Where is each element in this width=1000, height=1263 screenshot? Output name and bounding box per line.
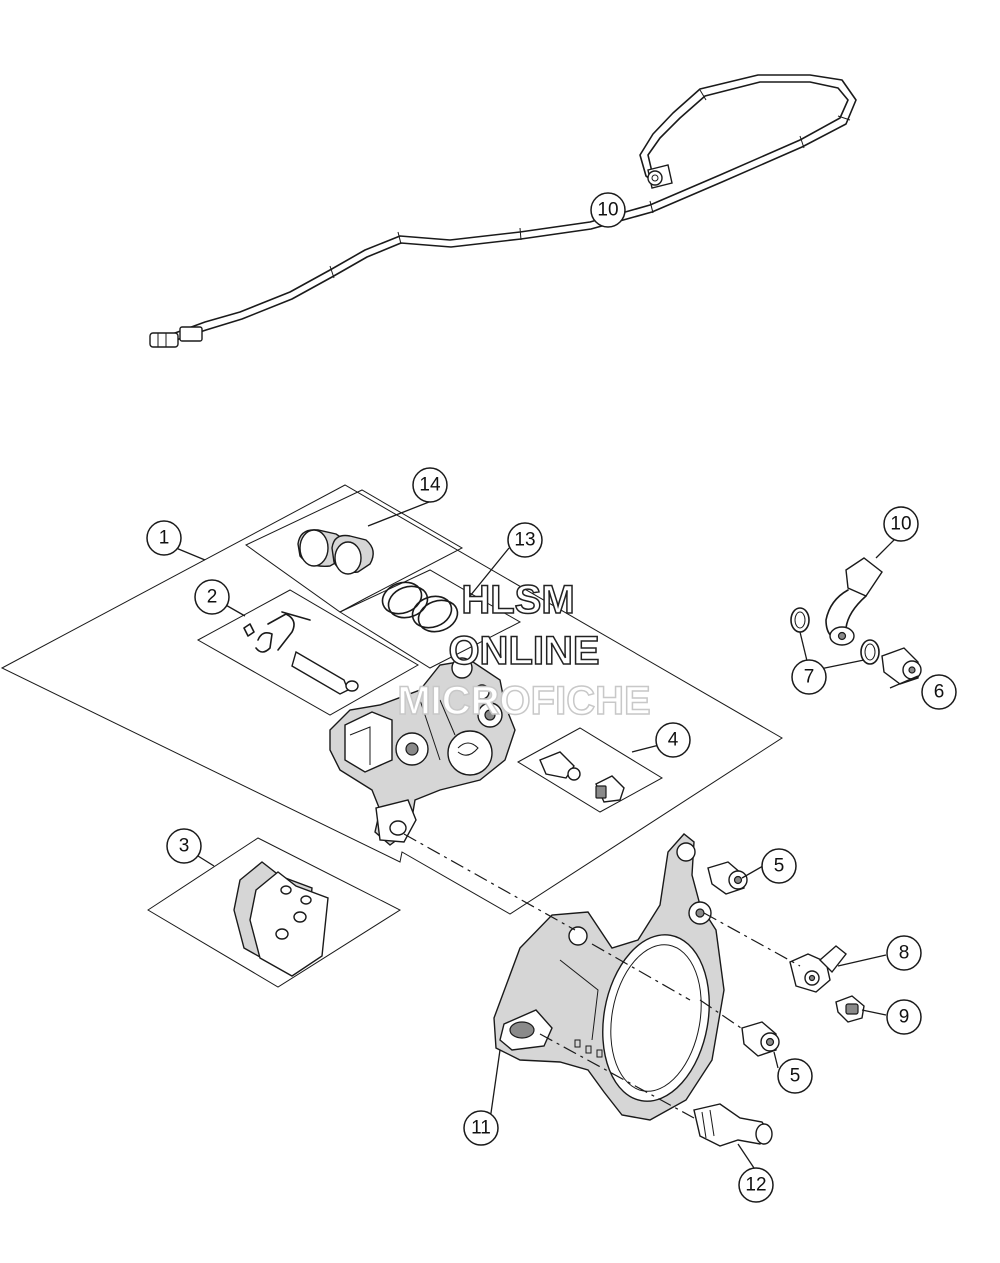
brake-caliper xyxy=(329,657,516,846)
callout-5-upper: 5 xyxy=(761,848,797,884)
svg-text:4: 4 xyxy=(668,730,679,751)
brake-hose-short xyxy=(825,557,883,646)
svg-text:12: 12 xyxy=(745,1175,766,1196)
svg-text:1: 1 xyxy=(159,528,170,549)
svg-text:14: 14 xyxy=(419,475,441,496)
callout-10-top: 10 xyxy=(590,192,626,228)
svg-text:3: 3 xyxy=(179,836,190,857)
callout-9: 9 xyxy=(886,999,922,1035)
banjo-bolt xyxy=(881,647,922,685)
bracket-bolt-lower xyxy=(741,1021,780,1057)
callout-3: 3 xyxy=(166,828,202,864)
bracket-bolt-upper xyxy=(707,861,748,895)
callout-7: 7 xyxy=(791,659,827,695)
svg-text:10: 10 xyxy=(597,200,618,221)
piston-set xyxy=(245,489,464,613)
callout-12: 12 xyxy=(738,1167,774,1203)
watermark-line1: HLSM xyxy=(461,578,574,622)
leader-lines xyxy=(175,501,919,1169)
callout-6: 6 xyxy=(921,674,957,710)
angle-fitting xyxy=(789,945,847,993)
callout-5-lower: 5 xyxy=(777,1058,813,1094)
brake-pads xyxy=(147,837,402,988)
caliper-bracket xyxy=(493,833,725,1121)
watermark: HLSM ONLINE MICROFICHE xyxy=(397,577,652,724)
axle-pin xyxy=(693,1103,773,1147)
callout-8: 8 xyxy=(886,935,922,971)
callout-13: 13 xyxy=(507,522,543,558)
callout-14: 14 xyxy=(412,467,448,503)
callout-11: 11 xyxy=(463,1110,499,1146)
seal-rings xyxy=(338,569,522,669)
svg-text:10: 10 xyxy=(890,514,911,535)
watermark-line3: MICROFICHE xyxy=(397,679,650,723)
callout-4: 4 xyxy=(655,722,691,758)
svg-text:5: 5 xyxy=(774,856,785,877)
pin-spring-kit xyxy=(196,589,420,716)
small-screw xyxy=(835,995,865,1023)
callout-1: 1 xyxy=(146,520,182,556)
svg-text:8: 8 xyxy=(899,943,910,964)
callout-2: 2 xyxy=(194,579,230,615)
svg-text:5: 5 xyxy=(790,1066,801,1087)
brake-hose-long xyxy=(149,74,857,348)
svg-text:7: 7 xyxy=(804,667,815,688)
assembly-axis-lines xyxy=(403,833,801,1119)
watermark-line2: ONLINE xyxy=(448,629,599,673)
svg-text:13: 13 xyxy=(514,530,535,551)
caliper-assembly-frame xyxy=(0,484,783,915)
svg-text:9: 9 xyxy=(899,1007,910,1028)
svg-text:6: 6 xyxy=(934,682,945,703)
svg-text:11: 11 xyxy=(471,1118,491,1139)
svg-text:2: 2 xyxy=(207,587,218,608)
bleeder-kit xyxy=(517,727,663,813)
callout-10-right: 10 xyxy=(883,506,919,542)
